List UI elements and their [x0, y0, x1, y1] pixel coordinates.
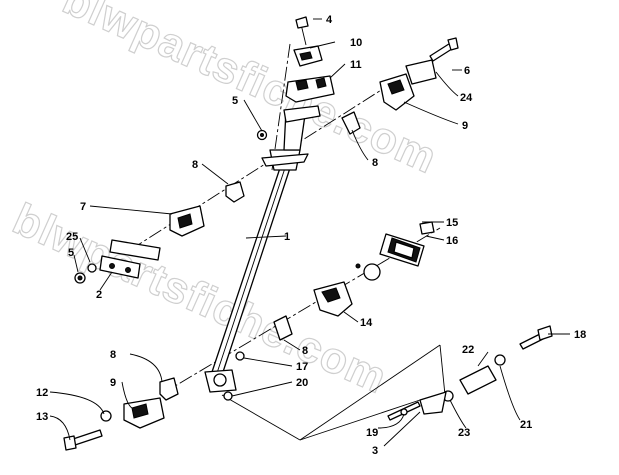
left-parts: [74, 181, 245, 284]
callout-25: 25: [66, 231, 78, 243]
callout-17: 17: [296, 361, 308, 373]
upper-right-parts: [341, 37, 459, 135]
callout-8d: 8: [110, 349, 116, 361]
callout-7: 7: [80, 201, 86, 213]
callout-1: 1: [284, 231, 290, 243]
callout-10: 10: [350, 37, 362, 49]
callout-24: 24: [460, 92, 473, 104]
callout-15: 15: [446, 217, 458, 229]
callout-8b: 8: [192, 159, 198, 171]
callout-18: 18: [574, 329, 586, 341]
callout-5b: 5: [68, 247, 74, 259]
callout-12: 12: [36, 387, 48, 399]
callout-2: 2: [96, 289, 102, 301]
callout-21: 21: [520, 419, 532, 431]
callout-labels: 4 10 11 5 6 24 9 8 8 7 1 25 5 2 15 16 14…: [36, 14, 586, 457]
middle-right-parts: [223, 221, 435, 401]
callout-23: 23: [458, 427, 470, 439]
callout-16: 16: [446, 235, 458, 247]
callout-8c: 8: [302, 345, 308, 357]
callout-13: 13: [36, 411, 48, 423]
steering-post: [204, 105, 321, 393]
callout-5a: 5: [232, 95, 238, 107]
callout-22: 22: [462, 344, 474, 356]
callout-20: 20: [296, 377, 308, 389]
callout-3: 3: [372, 445, 378, 457]
callout-19: 19: [366, 427, 378, 439]
callout-6: 6: [464, 65, 470, 77]
callout-9a: 9: [462, 120, 468, 132]
leader-lines: [49, 18, 570, 447]
callout-8a: 8: [372, 157, 378, 169]
callout-14: 14: [360, 317, 373, 329]
callout-11: 11: [350, 59, 362, 71]
lower-left-parts: [63, 377, 179, 451]
callout-9b: 9: [110, 377, 116, 389]
tie-rod-parts: [387, 325, 553, 421]
assembly-bracket: [221, 344, 446, 441]
top-clamp: [256, 16, 335, 141]
callout-4: 4: [326, 14, 333, 26]
